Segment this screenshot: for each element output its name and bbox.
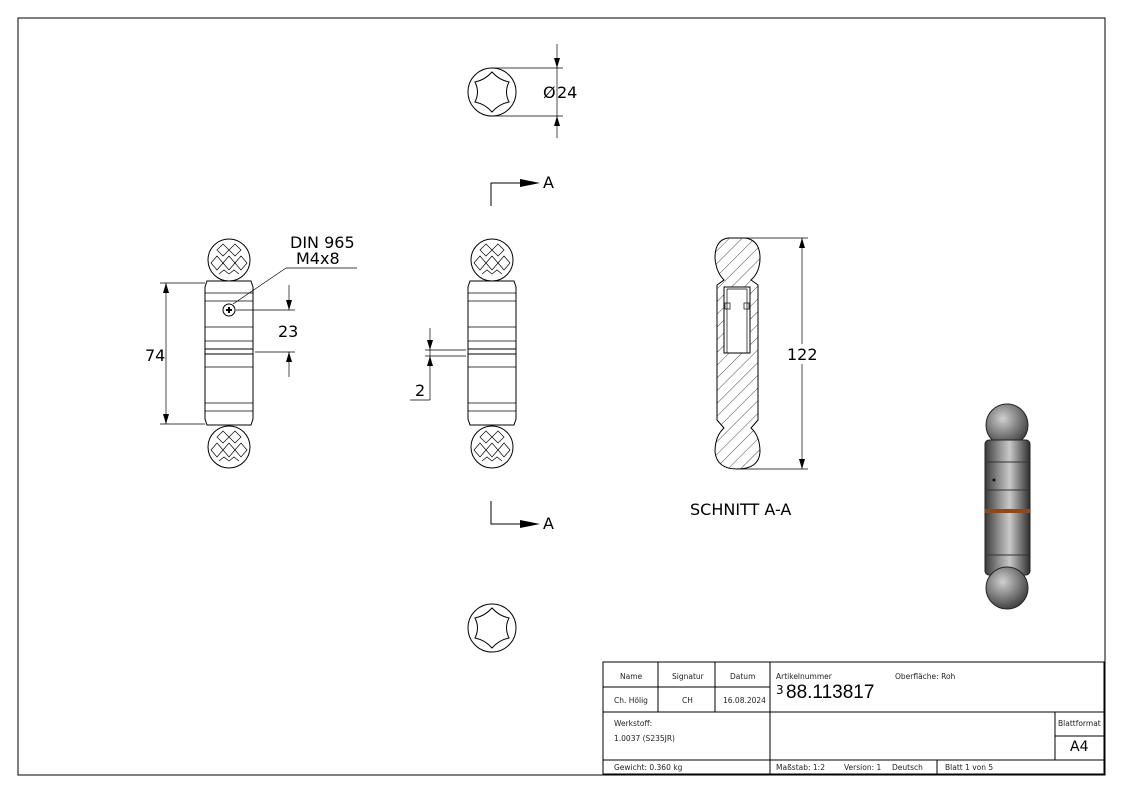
sheet-border — [17, 17, 1106, 776]
isometric-render — [984, 403, 1031, 610]
end-view-bottom — [467, 603, 517, 653]
section-arrow-bottom — [490, 501, 540, 528]
sprache: Deutsch — [892, 763, 923, 772]
side-view — [410, 239, 516, 468]
artikel-prefix: 3 — [776, 683, 784, 697]
blatt: Blatt 1 von 5 — [945, 763, 994, 772]
artikelnummer-label: Artikelnummer — [776, 672, 832, 681]
title-block-frame — [602, 661, 1105, 775]
version: Version: 1 — [844, 763, 882, 772]
blattformat-value: A4 — [1070, 739, 1089, 755]
name-header: Name — [620, 672, 643, 681]
screw-label-size: M4x8 — [296, 249, 340, 268]
dim-total: 122 — [787, 345, 818, 364]
gewicht: Gewicht: 0.360 kg — [614, 763, 683, 772]
section-arrow-top — [490, 179, 540, 206]
dim-groove: 2 — [415, 381, 425, 400]
blattformat-label: Blattformat — [1058, 719, 1101, 728]
signatur-value: CH — [682, 696, 693, 705]
massstab: Maßstab: 1:2 — [776, 763, 825, 772]
oberflaeche: Oberfläche: Roh — [895, 672, 956, 681]
section-title: SCHNITT A-A — [690, 500, 791, 519]
dim-screw-offset: 23 — [278, 322, 298, 341]
artikelnummer: 88.113817 — [786, 682, 875, 703]
name-value: Ch. Hölig — [614, 696, 648, 705]
dim-body-length: 74 — [145, 346, 165, 365]
front-view — [160, 239, 357, 468]
section-view — [714, 237, 808, 470]
werkstoff-value: 1.0037 (S235JR) — [614, 734, 675, 743]
section-marker-top: A — [543, 173, 554, 192]
datum-value: 16.08.2024 — [723, 696, 766, 705]
screw-label-din: DIN 965 — [290, 233, 355, 252]
werkstoff-label: Werkstoff: — [614, 719, 653, 728]
dim-total-bg — [785, 344, 819, 364]
signatur-header: Signatur — [672, 672, 704, 681]
end-view-top — [467, 44, 563, 138]
dim-diameter-symbol: Ø — [543, 83, 556, 102]
datum-header: Datum — [730, 672, 756, 681]
dim-diameter: 24 — [557, 83, 577, 102]
section-marker-bottom: A — [543, 514, 554, 533]
